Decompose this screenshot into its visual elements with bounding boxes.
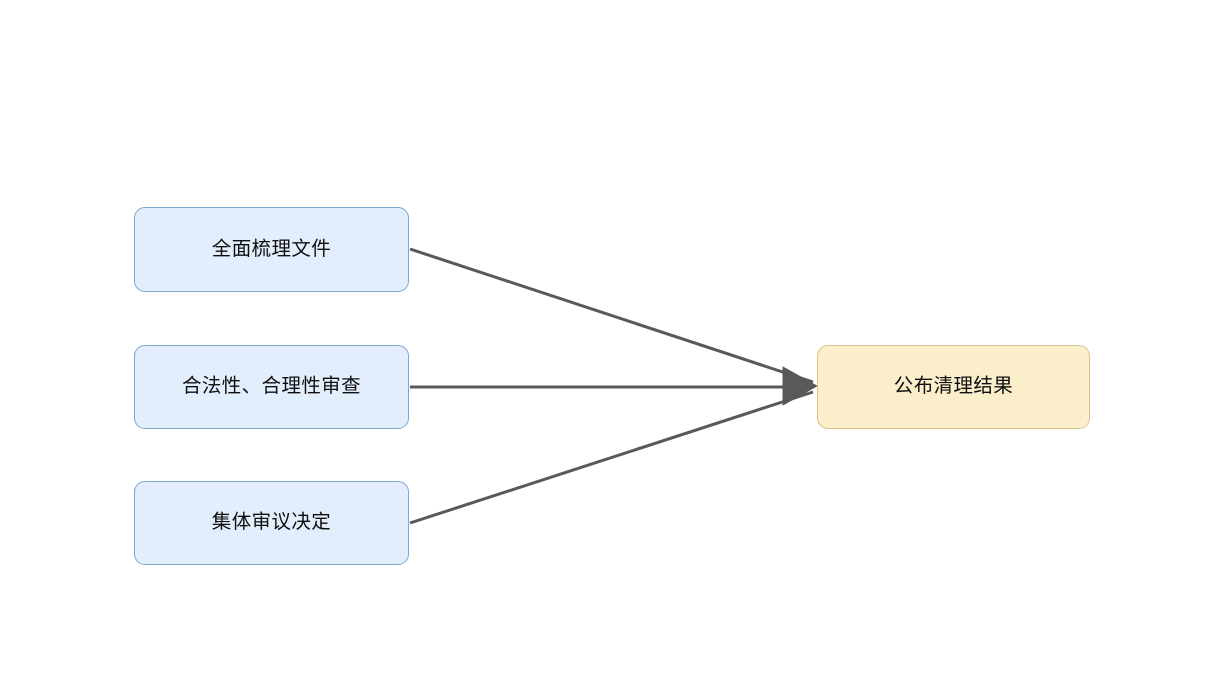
node-label: 集体审议决定 bbox=[211, 511, 332, 534]
edge-lines bbox=[409, 247, 814, 525]
node-quanmian-shuli-wenjian[interactable]: 全面梳理文件 bbox=[134, 207, 409, 292]
edge-node-3-to-node-4 bbox=[409, 390, 814, 525]
node-gongbu-qingli-jieguo[interactable]: 公布清理结果 bbox=[817, 345, 1090, 429]
node-label: 合法性、合理性审查 bbox=[181, 375, 362, 398]
node-hefaxing-helixing-shencha[interactable]: 合法性、合理性审查 bbox=[134, 345, 409, 429]
node-jiti-shenyi-jueding[interactable]: 集体审议决定 bbox=[134, 481, 409, 565]
edge-node-1-to-node-4 bbox=[409, 247, 814, 384]
arrow-head-icon bbox=[782, 366, 818, 406]
node-label: 全面梳理文件 bbox=[211, 237, 332, 260]
node-label: 公布清理结果 bbox=[893, 375, 1014, 398]
